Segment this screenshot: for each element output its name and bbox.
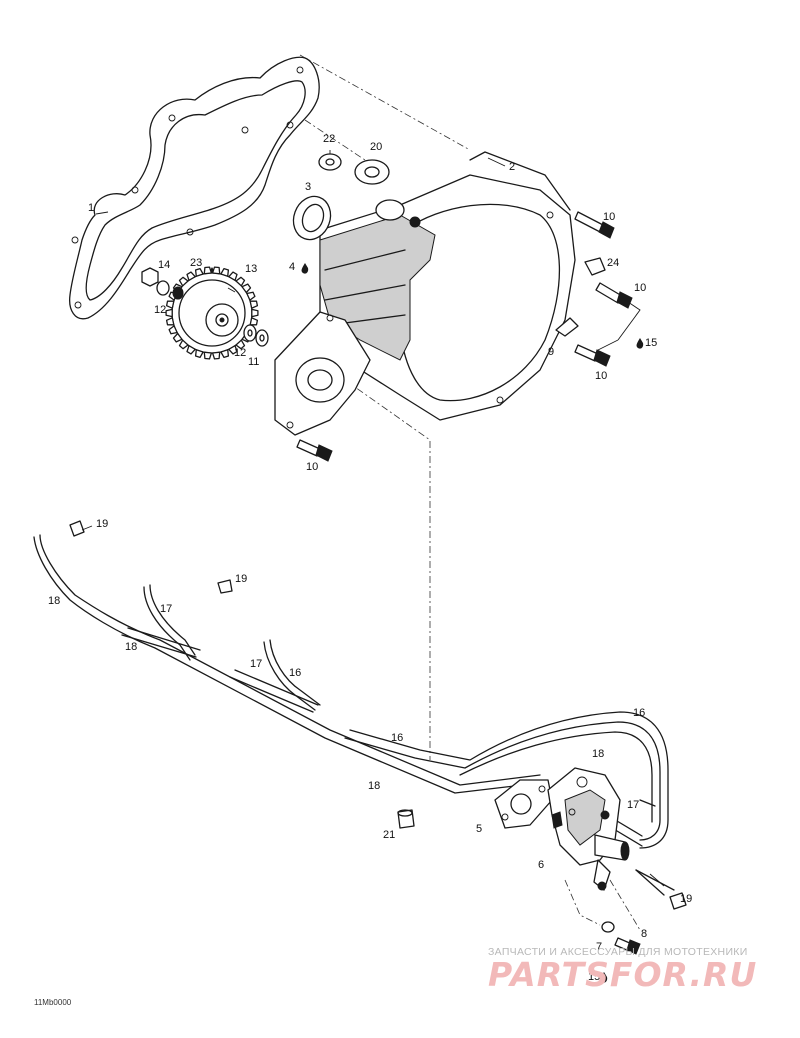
gear-tooth <box>220 349 230 359</box>
label-18b: 18 <box>125 641 137 653</box>
drawing-code: 11Mb0000 <box>34 998 72 1007</box>
watermark-text: ЗАПЧАСТИ И АКСЕССУАРЫ ДЛЯ МОТОТЕХНИКИ <box>488 946 748 958</box>
gear-tooth <box>228 345 238 355</box>
label-17b: 17 <box>160 603 172 615</box>
label-14: 14 <box>158 259 170 271</box>
cover-plate <box>274 311 371 436</box>
label-9: 9 <box>548 346 554 358</box>
gear-tooth <box>220 267 230 277</box>
label-10a: 10 <box>603 211 615 223</box>
sealant-4 <box>301 263 309 274</box>
gear-13 <box>165 266 259 360</box>
washer-7 <box>601 921 615 933</box>
sealant-15 <box>600 338 644 983</box>
label-10d: 10 <box>306 461 318 473</box>
label-15b: 15 <box>588 971 600 983</box>
gear-tooth <box>165 300 175 309</box>
leader-lines <box>81 150 665 887</box>
fitting-21 <box>397 809 415 829</box>
washers-11-12-14 <box>141 267 269 347</box>
gear-tooth <box>228 271 238 281</box>
oil-pump-6 <box>547 767 630 891</box>
gear-tooth <box>241 283 252 294</box>
label-16c: 16 <box>289 667 301 679</box>
label-17c: 17 <box>250 658 262 670</box>
label-1: 1 <box>88 202 94 214</box>
label-7: 7 <box>596 941 602 953</box>
gear-tooth <box>186 271 196 281</box>
label-8: 8 <box>641 928 647 940</box>
label-22: 22 <box>323 133 335 145</box>
clips-9-24 <box>555 257 606 337</box>
gear-tooth <box>178 276 189 287</box>
label-18c: 18 <box>368 780 380 792</box>
label-19b: 19 <box>235 573 247 585</box>
gear-tooth <box>165 308 173 318</box>
gear-tooth <box>203 351 213 360</box>
gear-tooth <box>194 267 204 277</box>
label-5: 5 <box>476 823 482 835</box>
label-24: 24 <box>607 257 619 269</box>
label-4: 4 <box>289 261 295 273</box>
label-21: 21 <box>383 829 395 841</box>
gear-tooth <box>168 325 178 335</box>
label-12a: 12 <box>154 304 166 316</box>
label-15a: 15 <box>645 337 657 349</box>
pump-gasket-5 <box>494 779 553 829</box>
gear-tooth <box>235 276 246 287</box>
gear-tooth <box>211 266 221 275</box>
label-23: 23 <box>190 257 202 269</box>
label-6: 6 <box>538 859 544 871</box>
oil-seal-3 <box>292 195 332 241</box>
screws-10 <box>296 211 641 955</box>
label-10b: 10 <box>634 282 646 294</box>
gear-tooth <box>178 339 189 350</box>
label-16a: 16 <box>633 707 645 719</box>
label-18d: 18 <box>592 748 604 760</box>
label-10c: 10 <box>595 370 607 382</box>
part-number-labels: 1 2 3 4 5 6 7 8 9 10 10 10 10 11 12 12 1… <box>48 133 692 983</box>
label-19c: 19 <box>680 893 692 905</box>
hoses <box>33 534 669 849</box>
label-16b: 16 <box>391 732 403 744</box>
label-11: 11 <box>248 356 259 368</box>
gear-tooth <box>249 317 259 326</box>
label-20: 20 <box>370 141 382 153</box>
watermark-logo: PARTSFOR.RU <box>488 955 758 994</box>
gear-tooth <box>211 351 221 360</box>
label-2: 2 <box>509 161 515 173</box>
label-19a: 19 <box>96 518 108 530</box>
gear-tooth <box>249 300 259 309</box>
gear-tooth <box>203 266 213 275</box>
label-3: 3 <box>305 181 311 193</box>
plug-20 <box>354 159 390 185</box>
label-18a: 18 <box>48 595 60 607</box>
plug-22 <box>318 153 342 171</box>
gear-tooth <box>172 332 183 343</box>
gear-tooth <box>251 308 259 318</box>
clamps-19 <box>69 520 687 910</box>
gear-tooth <box>246 291 256 301</box>
gear-tooth <box>165 317 175 326</box>
label-13: 13 <box>245 263 257 275</box>
gear-tooth <box>235 339 246 350</box>
gear-tooth <box>186 345 196 355</box>
gasket-1 <box>69 56 320 320</box>
label-12b: 12 <box>234 347 246 359</box>
label-17a: 17 <box>627 799 639 811</box>
gear-tooth <box>194 349 204 359</box>
